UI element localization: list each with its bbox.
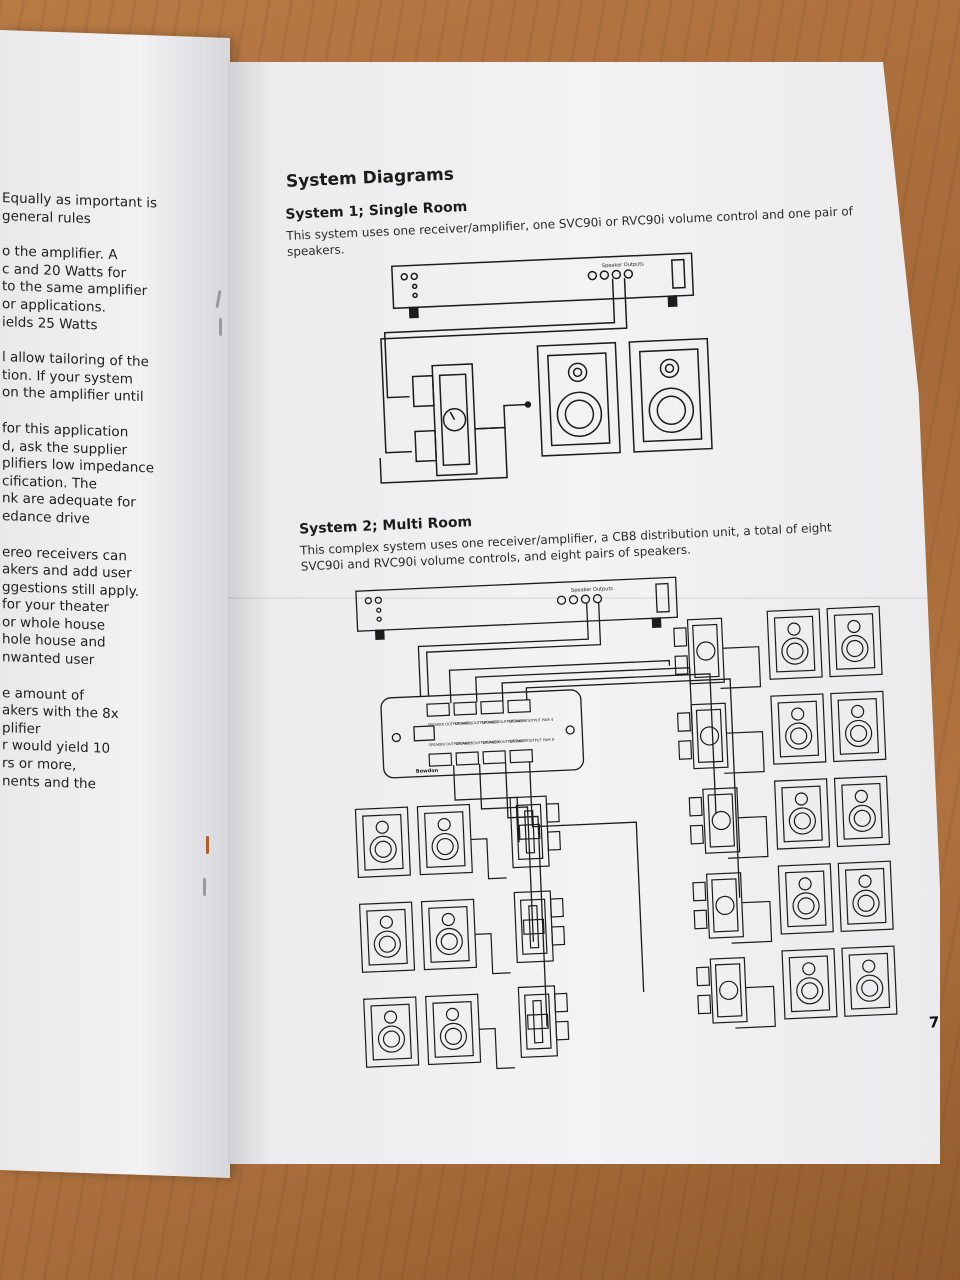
terminal-block (545, 802, 560, 823)
cb8-output-label: SPEAKER OUTPUT PAIR 8 (510, 738, 555, 744)
volume-control-slider (509, 795, 550, 869)
receiver-amplifier (391, 252, 695, 310)
terminal-block (551, 925, 566, 946)
system1-heading: System 1; Single Room (285, 198, 468, 223)
speaker (773, 778, 831, 850)
terminal-block (674, 655, 689, 675)
terminal-block (678, 740, 693, 760)
terminal-block (692, 881, 707, 902)
cb8-terminal-top (453, 701, 478, 716)
cb8-output-label: SPEAKER OUTPUT PAIR 3 (482, 719, 527, 725)
terminal-block (546, 830, 562, 851)
volume-knob (719, 980, 739, 1000)
volume-control-knob (705, 872, 744, 939)
volume-knob (699, 726, 720, 746)
speaker-right (628, 337, 713, 453)
speaker (425, 993, 482, 1066)
speaker (833, 775, 891, 848)
terminal-block (688, 796, 703, 817)
right-page: System Diagrams System 1; Single Room Th… (228, 62, 940, 1164)
speaker (837, 860, 894, 932)
system1-diagram: Speaker Outputs (379, 252, 713, 484)
cb8-output-label: SPEAKER OUTPUT PAIR 6 (456, 740, 501, 746)
page-content: System Diagrams System 1; Single Room Th… (228, 62, 940, 1164)
page-title: System Diagrams (285, 164, 455, 192)
speaker (770, 693, 827, 765)
speaker-outputs-label: Speaker Outputs (602, 261, 645, 269)
terminal-block (554, 992, 569, 1013)
volume-control-knob (690, 702, 729, 770)
volume-control-knob (709, 956, 748, 1024)
cb8-terminal-top (507, 699, 531, 714)
volume-control-knob (702, 787, 741, 854)
terminal-block (555, 1020, 570, 1041)
speaker-outputs-label-2: Speaker Outputs (571, 586, 614, 594)
cb8-terminal-top (426, 702, 451, 717)
terminal-block (676, 712, 691, 732)
system2-heading: System 2; Multi Room (298, 514, 473, 538)
speaker (358, 901, 416, 973)
staple-top-lower (219, 318, 222, 336)
cb8-terminal-bottom (482, 750, 507, 765)
speaker (841, 945, 898, 1017)
terminal-block (697, 994, 712, 1015)
speaker-left (536, 341, 621, 457)
volume-knob (715, 895, 735, 916)
speaker (777, 863, 834, 935)
terminal-block (689, 824, 704, 845)
cb8-terminal-bottom (428, 752, 453, 767)
cb8-output-label: SPEAKER OUTPUT PAIR 1 (428, 721, 473, 727)
speaker (420, 898, 478, 971)
page-number: 7 (928, 1013, 940, 1032)
volume-knob (696, 641, 716, 661)
cb8-distribution-unit (380, 689, 585, 779)
receiver-amplifier-2 (355, 576, 679, 632)
staple-bottom (203, 878, 206, 896)
terminal-block (549, 897, 564, 918)
cb8-terminal-top (480, 700, 504, 715)
paper-fold (228, 597, 940, 599)
speaker (781, 948, 838, 1020)
volume-control-slider (517, 985, 559, 1059)
cb8-terminal-bottom (455, 751, 480, 766)
terminal-block (696, 966, 711, 987)
speaker (416, 803, 473, 876)
speaker (830, 690, 887, 763)
speaker (354, 806, 411, 878)
brand-label: Bowdon (416, 768, 439, 775)
speaker (363, 996, 420, 1068)
speaker (766, 608, 823, 680)
terminal-block (673, 627, 688, 647)
staple-middle (206, 836, 209, 854)
cb8-output-label: SPEAKER OUTPUT PAIR 4 (509, 718, 554, 724)
cb8-output-label: SPEAKER OUTPUT PAIR 7 (483, 739, 528, 745)
speaker (826, 605, 883, 678)
volume-control-slider (513, 890, 554, 964)
cb8-terminal-bottom (509, 749, 534, 764)
terminal-block (693, 909, 708, 930)
cb8-output-label: SPEAKER OUTPUT PAIR 5 (429, 741, 474, 747)
cb8-output-label: SPEAKER OUTPUT PAIR 2 (455, 720, 500, 726)
volume-control-knob (686, 617, 725, 685)
volume-knob (711, 810, 731, 831)
volume-control (431, 363, 478, 477)
